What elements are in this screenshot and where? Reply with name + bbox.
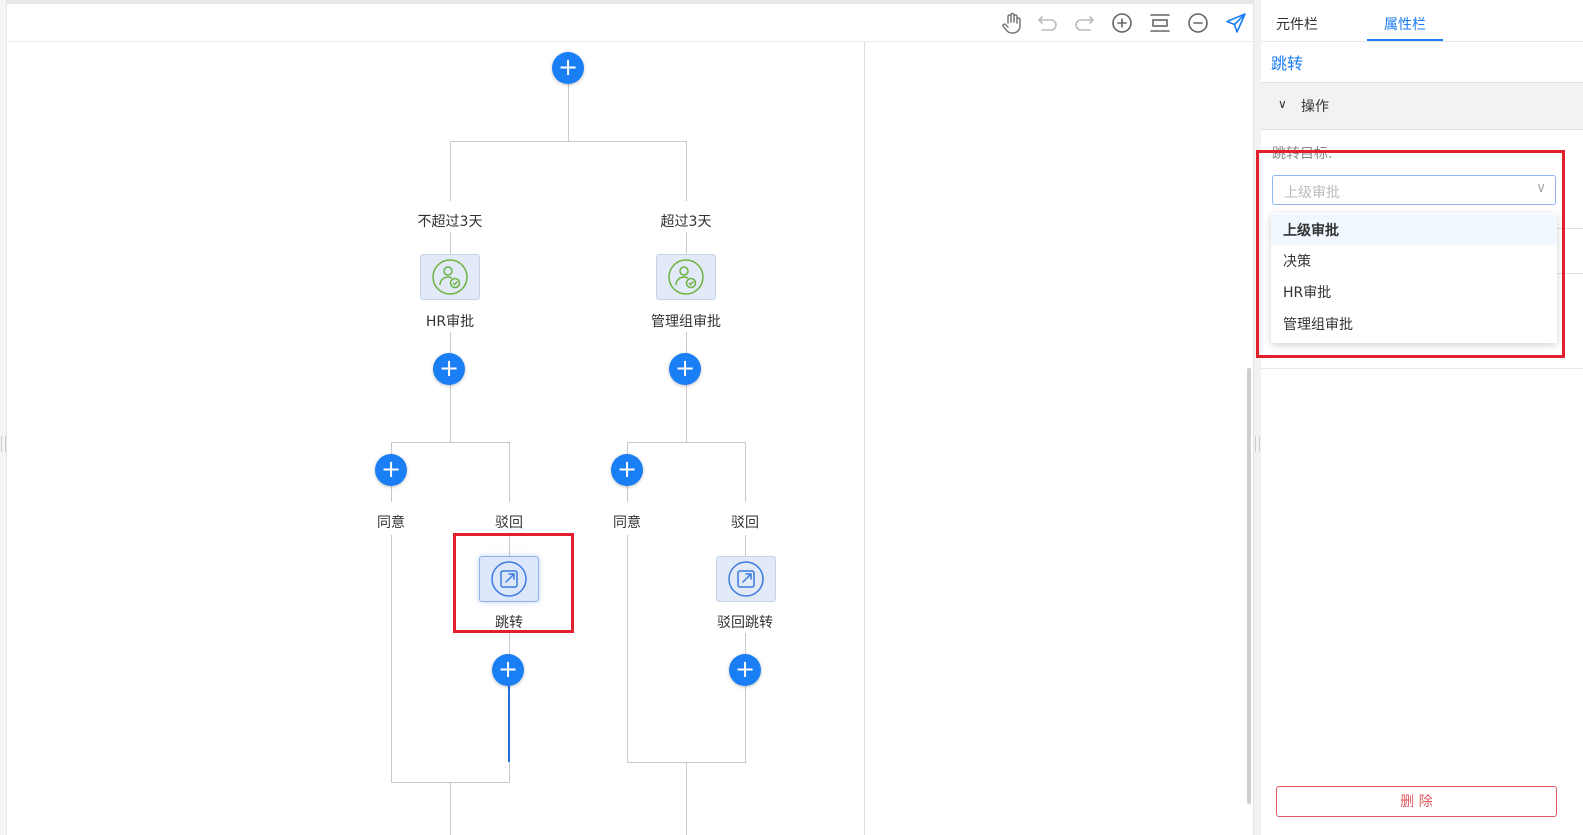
branch-condition-label[interactable]: 同意 <box>377 515 405 531</box>
connector <box>509 762 510 783</box>
connector <box>686 763 687 835</box>
property-panel <box>1261 0 1583 835</box>
node-label: HR审批 <box>425 314 475 330</box>
connector <box>686 332 687 442</box>
fit-icon[interactable] <box>1148 11 1172 35</box>
connector <box>391 535 392 783</box>
canvas-divider <box>864 42 865 835</box>
connector <box>509 442 510 502</box>
branch-condition-label[interactable]: 驳回 <box>731 515 759 531</box>
reject-jump-node[interactable] <box>716 556 776 602</box>
tab-components[interactable]: 元件栏 <box>1276 17 1318 33</box>
send-icon[interactable] <box>1224 11 1248 35</box>
select-dropdown: 上级审批 决策 HR审批 管理组审批 <box>1271 213 1557 343</box>
connector <box>745 633 746 763</box>
panel-title: 跳转 <box>1271 54 1304 73</box>
approver-icon <box>432 259 468 295</box>
section-header[interactable] <box>1261 82 1583 130</box>
left-collapse-handle[interactable] <box>0 0 7 835</box>
connector <box>450 141 687 142</box>
connector-selected <box>508 686 510 762</box>
top-shadow <box>0 0 1583 4</box>
divider <box>1557 228 1583 229</box>
zoom-out-icon[interactable] <box>1186 11 1210 35</box>
toolbar-divider <box>8 41 1252 42</box>
connector <box>450 232 451 254</box>
connector <box>745 535 746 557</box>
connector <box>627 762 746 763</box>
redo-icon[interactable] <box>1072 11 1096 35</box>
connector <box>391 782 510 783</box>
approver-icon <box>668 259 704 295</box>
tab-border <box>1261 41 1583 42</box>
connector <box>450 783 451 835</box>
add-node-button[interactable]: + <box>492 654 524 686</box>
jump-node-selected[interactable] <box>479 556 539 602</box>
add-node-button[interactable]: + <box>552 52 584 84</box>
connector <box>450 332 451 442</box>
select-value: 上级审批 <box>1284 185 1340 201</box>
branch-condition-label[interactable]: 同意 <box>613 515 641 531</box>
connector <box>391 442 510 443</box>
connector <box>568 83 569 141</box>
highlight-box <box>1256 150 1565 358</box>
splitter-grip <box>1255 436 1260 452</box>
connector <box>745 442 746 502</box>
add-node-button[interactable]: + <box>375 454 407 486</box>
left-grip <box>1 436 6 452</box>
add-node-button[interactable]: + <box>669 353 701 385</box>
add-node-button[interactable]: + <box>729 654 761 686</box>
chevron-down-icon[interactable]: ∨ <box>1536 180 1547 196</box>
connector <box>686 232 687 254</box>
section-title: 操作 <box>1301 99 1329 115</box>
select-option[interactable]: 管理组审批 <box>1283 317 1353 333</box>
delete-button[interactable]: 删 除 <box>1276 786 1557 817</box>
select-option[interactable]: HR审批 <box>1283 285 1332 301</box>
chevron-down-icon[interactable]: ∨ <box>1278 97 1287 111</box>
branch-condition-label[interactable]: 超过3天 <box>660 214 712 230</box>
branch-condition-label[interactable]: 驳回 <box>495 515 523 531</box>
approval-node-management[interactable] <box>656 254 716 300</box>
add-node-button[interactable]: + <box>611 454 643 486</box>
connector <box>509 535 510 557</box>
undo-icon[interactable] <box>1036 11 1060 35</box>
connector <box>450 141 451 201</box>
divider <box>1557 273 1583 274</box>
connector <box>509 633 510 671</box>
hand-icon[interactable] <box>1000 11 1024 35</box>
connector <box>627 442 746 443</box>
select-option[interactable]: 上级审批 <box>1271 214 1557 245</box>
highlight-box <box>453 533 574 633</box>
jump-icon <box>728 561 764 597</box>
flow-canvas[interactable] <box>8 4 1252 835</box>
tab-active-indicator <box>1367 39 1443 41</box>
connector <box>686 141 687 201</box>
zoom-in-icon[interactable] <box>1110 11 1134 35</box>
node-label: 驳回跳转 <box>717 615 773 631</box>
jump-target-select[interactable] <box>1272 175 1556 205</box>
jump-icon <box>491 561 527 597</box>
node-label: 管理组审批 <box>651 314 721 330</box>
divider <box>1261 368 1583 369</box>
connector <box>627 535 628 763</box>
tab-properties[interactable]: 属性栏 <box>1384 17 1426 33</box>
approval-node-hr[interactable] <box>420 254 480 300</box>
node-label: 跳转 <box>495 615 523 631</box>
add-node-button[interactable]: + <box>433 353 465 385</box>
branch-condition-label[interactable]: 不超过3天 <box>417 214 483 230</box>
select-option[interactable]: 决策 <box>1283 254 1311 270</box>
canvas-scrollbar[interactable] <box>1247 368 1251 804</box>
